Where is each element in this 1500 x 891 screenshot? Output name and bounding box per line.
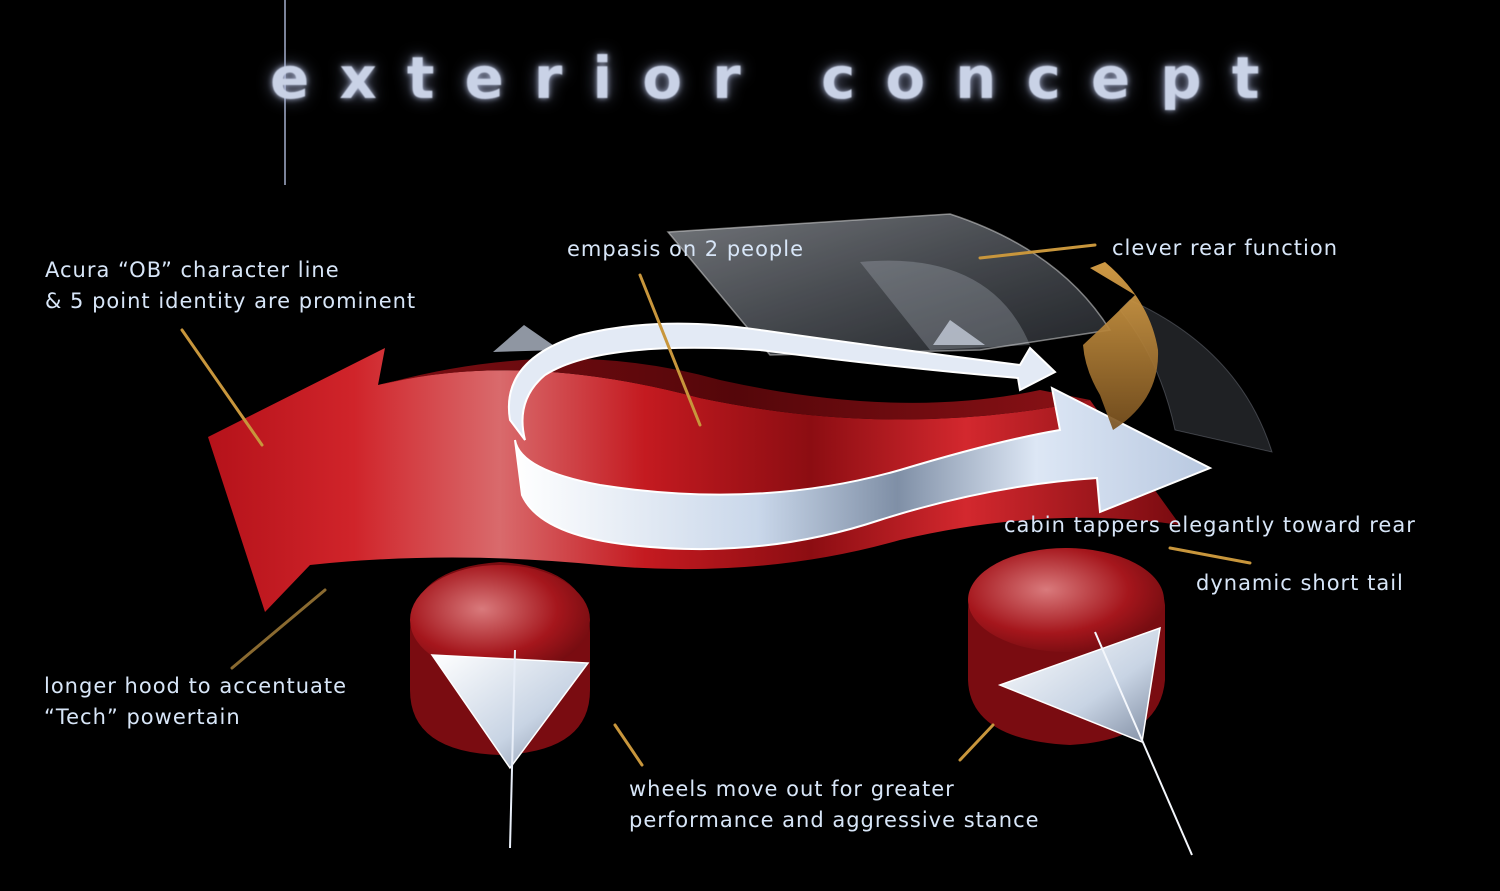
label-hood-2: “Tech” powertain	[44, 705, 241, 729]
label-character-line-1: Acura “OB” character line	[45, 258, 340, 282]
label-hood: longer hood to accentuate “Tech” powerta…	[44, 671, 347, 733]
silver-ribbon	[507, 322, 1213, 551]
label-wheels-1: wheels move out for greater	[629, 777, 955, 801]
label-tail: dynamic short tail	[1196, 571, 1404, 595]
page-title: exterior concept	[270, 44, 1290, 112]
rear-wheel	[968, 548, 1193, 856]
label-rear-function: clever rear function	[1112, 236, 1339, 260]
rear-function-flap	[1083, 262, 1159, 430]
rear-wheel-triangle	[997, 626, 1161, 744]
identity-triangle-right	[933, 320, 985, 345]
label-hood-1: longer hood to accentuate	[44, 674, 348, 698]
label-character-line-2: & 5 point identity are prominent	[45, 289, 417, 313]
identity-triangle-left	[493, 325, 560, 352]
red-body-arrow	[208, 348, 1180, 612]
label-wheels: wheels move out for greater performance …	[629, 774, 1040, 836]
label-character-line: Acura “OB” character line & 5 point iden…	[45, 255, 416, 317]
label-cabin: cabin tappers elegantly toward rear	[1004, 513, 1416, 537]
label-wheels-2: performance and aggressive stance	[629, 808, 1040, 832]
front-wheel-triangle	[430, 654, 590, 770]
glass-canopy	[666, 213, 1273, 453]
leader-lines	[180, 243, 1252, 767]
front-wheel	[410, 562, 590, 849]
label-two-people: empasis on 2 people	[567, 237, 805, 261]
